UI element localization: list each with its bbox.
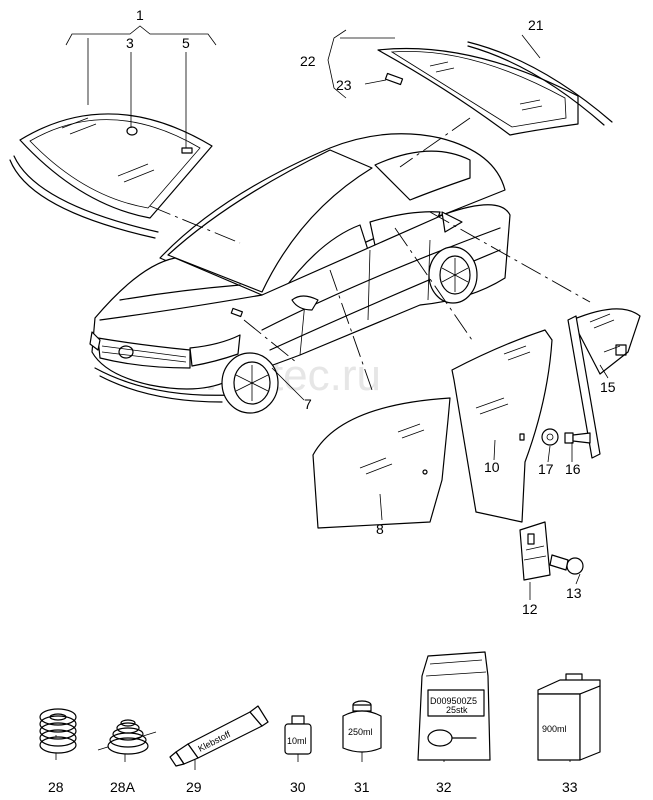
can-31-label: 250ml xyxy=(348,727,373,737)
label-23: 23 xyxy=(336,77,352,93)
bolt-part-16 xyxy=(564,432,591,444)
label-3: 3 xyxy=(126,35,134,51)
label-5: 5 xyxy=(182,35,190,51)
nut-part-17 xyxy=(541,428,559,446)
label-22: 22 xyxy=(300,53,316,69)
label-1: 1 xyxy=(136,7,144,23)
label-7: 7 xyxy=(304,396,312,412)
can-31: 250ml xyxy=(342,700,382,753)
sealing-coil-28 xyxy=(39,708,77,754)
clip-part-5 xyxy=(181,147,193,154)
label-33: 33 xyxy=(562,779,578,795)
bolt-part-13 xyxy=(549,554,584,575)
label-13: 13 xyxy=(566,585,582,601)
bracket-part-12 xyxy=(519,521,551,581)
rear-door-glass xyxy=(451,329,553,523)
adhesive-tube-29: Klebstoff xyxy=(169,705,269,767)
bottle-30-label: 10ml xyxy=(287,736,307,746)
label-15: 15 xyxy=(600,379,616,395)
sensor-part-3 xyxy=(126,126,138,136)
label-28: 28 xyxy=(48,779,64,795)
quarter-glass xyxy=(567,308,641,459)
sealing-coil-28a xyxy=(97,719,157,755)
label-28a: 28A xyxy=(110,779,136,795)
clip-part-23 xyxy=(384,72,404,86)
windshield xyxy=(19,113,213,219)
rear-window-trim xyxy=(467,41,613,126)
pouch-32: D009500Z5 25stk xyxy=(417,651,491,761)
label-10: 10 xyxy=(484,459,500,475)
front-door-glass xyxy=(312,397,451,529)
pouch-code: D009500Z5 xyxy=(430,696,477,706)
box-33-label: 900ml xyxy=(542,724,567,734)
windshield-seal xyxy=(9,155,159,239)
rear-window xyxy=(377,47,579,136)
pouch-qty: 25stk xyxy=(446,705,468,715)
label-30: 30 xyxy=(290,779,306,795)
label-21: 21 xyxy=(528,17,544,33)
bottle-30: 10ml xyxy=(284,715,312,755)
label-31: 31 xyxy=(354,779,370,795)
box-33: 900ml xyxy=(537,673,601,761)
label-32: 32 xyxy=(436,779,452,795)
label-8: 8 xyxy=(376,521,384,537)
label-16: 16 xyxy=(565,461,581,477)
label-29: 29 xyxy=(186,779,202,795)
car-body xyxy=(89,133,511,414)
label-17: 17 xyxy=(538,461,554,477)
label-12: 12 xyxy=(522,601,538,617)
